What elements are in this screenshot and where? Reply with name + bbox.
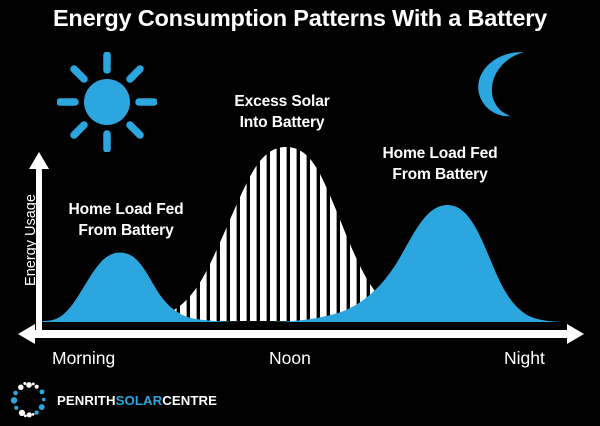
callout-excess-solar: Excess Solar Into Battery [234,93,330,131]
sun-icon [57,52,157,152]
home-load-area [42,205,570,322]
x-tick-noon: Noon [269,348,311,368]
logo-mark-icon [10,381,46,418]
x-tick-night: Night [504,348,545,368]
brand-logo: PENRITHSOLARCENTRE [10,380,217,420]
callout-home-load-morning: Home Load Fed From Battery [68,201,184,239]
moon-icon [478,52,524,117]
callout-home-load-night: Home Load Fed From Battery [382,145,498,183]
x-axis-arrow [18,324,584,344]
logo-text-penrith: PENRITH [57,392,116,408]
x-tick-morning: Morning [52,348,116,368]
logo-wordmark: PENRITHSOLARCENTRE [57,393,217,408]
page-title: Energy Consumption Patterns With a Batte… [52,5,548,31]
y-axis-arrow [29,152,49,330]
logo-text-centre: CENTRE [162,392,218,408]
logo-text-solar: SOLAR [115,392,163,408]
y-axis-label: Energy Usage [23,194,39,286]
